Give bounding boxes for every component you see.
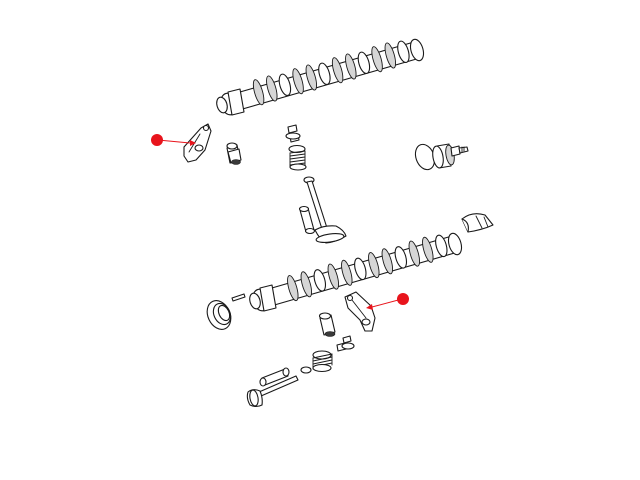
cam-lobe	[394, 246, 408, 269]
upper-camshaft	[216, 38, 425, 116]
cam-lobe	[331, 57, 344, 84]
camshaft-oil-seal	[206, 300, 232, 330]
upper-valve-guide	[298, 205, 316, 235]
cam-lobe	[357, 51, 371, 75]
cam-lobe	[327, 263, 340, 290]
callout-dot	[397, 293, 409, 305]
upper-lash-adjuster	[226, 142, 242, 165]
upper-rocker-arm	[183, 123, 212, 163]
lower-valve-spring	[300, 350, 333, 374]
cam-lobe	[266, 75, 278, 102]
upper-valve-spring	[288, 144, 307, 171]
cam-lobe	[300, 271, 313, 298]
cam-end-plug	[461, 213, 494, 233]
cam-lobe	[318, 62, 331, 86]
lower-valve	[246, 375, 299, 408]
cam-lobe	[341, 259, 353, 286]
dowel-pin	[231, 293, 246, 302]
cam-lobe	[381, 248, 394, 275]
cam-lobe	[408, 240, 421, 267]
cam-lobe	[435, 234, 448, 258]
callout-dot	[151, 134, 163, 146]
upper-callout	[151, 134, 196, 146]
cam-lobe	[345, 53, 357, 80]
cam-lobe	[397, 40, 410, 64]
cam-lobe	[287, 275, 299, 302]
cam-lobe	[313, 269, 327, 292]
cam-lobe	[384, 42, 397, 69]
sensor-bolt	[450, 145, 469, 157]
cam-lobe	[278, 73, 292, 97]
cam-lobe	[252, 79, 265, 106]
lower-rocker-arm	[344, 291, 376, 332]
lower-valve-keepers	[336, 335, 355, 352]
lower-valve-guide	[259, 367, 290, 387]
upper-valve-keepers	[285, 124, 301, 143]
upper-valve	[303, 176, 347, 244]
cam-lobe	[371, 46, 383, 73]
lower-camshaft	[249, 232, 463, 312]
o-ring-seal	[414, 143, 455, 171]
lower-lash-adjuster	[318, 312, 336, 337]
cam-lobe	[305, 64, 318, 91]
cam-lobe	[368, 252, 380, 279]
cam-lobe	[422, 236, 434, 263]
cam-lobe	[354, 257, 367, 281]
cam-lobe	[292, 68, 304, 95]
lower-callout	[366, 293, 409, 310]
